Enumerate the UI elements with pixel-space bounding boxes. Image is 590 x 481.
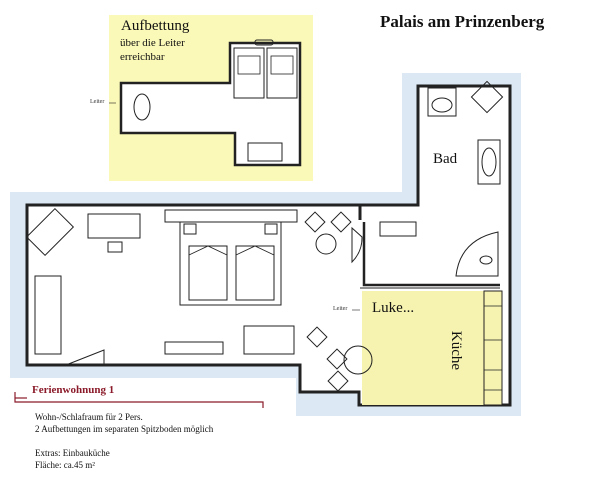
toilet-icon xyxy=(427,87,457,117)
armchair-right-2 xyxy=(330,211,352,233)
loft-heading: Aufbettung xyxy=(121,18,190,34)
bath-door-icon xyxy=(351,226,363,264)
loft-cabinet xyxy=(247,142,283,162)
kitchen-area xyxy=(362,291,500,405)
loft-plan xyxy=(119,41,302,167)
sideboard xyxy=(164,341,224,355)
info-line-2: 2 Aufbettungen im separaten Spitzboden m… xyxy=(35,424,214,434)
round-table xyxy=(315,233,337,255)
nightstand-left xyxy=(183,223,197,235)
entrance-door-icon xyxy=(65,349,105,366)
washbasin-icon xyxy=(477,139,501,185)
loft-subline-1: über die Leiter xyxy=(120,37,185,49)
armchair-right-1 xyxy=(304,211,326,233)
loft-subline-2: erreichbar xyxy=(120,51,165,63)
nightstand-right xyxy=(264,223,278,235)
room-label-kitchen: Küche xyxy=(448,330,465,371)
loft-hatch xyxy=(254,39,274,46)
bath-cabinet xyxy=(470,80,504,114)
apartment-heading: Ferienwohnung 1 xyxy=(32,384,115,396)
info-line-3: Extras: Einbauküche xyxy=(35,448,110,458)
info-bracket xyxy=(14,392,264,408)
tv-cabinet xyxy=(243,325,295,355)
kitchen-counter xyxy=(483,290,503,406)
info-line-4: Fläche: ca.45 m² xyxy=(35,460,95,470)
page-title: Palais am Prinzenberg xyxy=(380,12,545,31)
dining-chair-1 xyxy=(326,348,348,370)
info-line-1: Wohn-/Schlafraum für 2 Pers. xyxy=(35,412,143,422)
double-bed xyxy=(179,221,282,306)
loft-bathtub-icon xyxy=(133,93,151,121)
shower-icon xyxy=(455,231,499,277)
dining-chair-2 xyxy=(327,370,349,392)
loft-bed-1 xyxy=(233,47,265,99)
loft-ladder-label: Leiter xyxy=(90,99,105,105)
bath-shelf xyxy=(379,221,417,237)
dining-table xyxy=(343,345,373,375)
desk xyxy=(87,213,141,239)
chair-bottom xyxy=(306,326,328,348)
sofa xyxy=(34,275,62,355)
room-label-bath: Bad xyxy=(433,151,458,167)
loft-bed-2 xyxy=(266,47,298,99)
chair xyxy=(107,241,123,253)
bath-wall xyxy=(362,222,500,287)
armchair-left xyxy=(25,207,75,257)
room-ladder-label: Leiter xyxy=(333,306,348,312)
room-label-hatch: Luke... xyxy=(372,300,415,316)
